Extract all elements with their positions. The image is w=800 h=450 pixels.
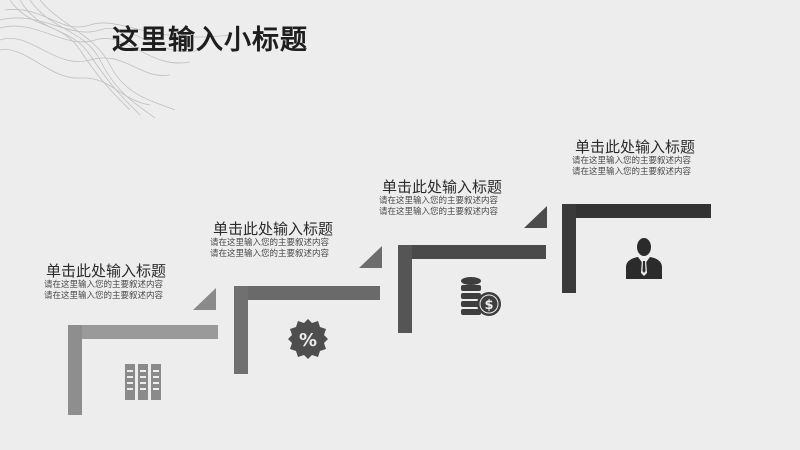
step-2-desc-line-1[interactable]: 请在这里输入您的主要叙述内容: [210, 238, 330, 248]
step-2-riser: [234, 286, 248, 374]
step-4-riser: [562, 204, 576, 293]
step-3-connector: [524, 206, 547, 228]
step-3-title[interactable]: 单击此处输入标题: [382, 178, 503, 196]
server-icon: [125, 364, 161, 400]
step-4-title[interactable]: 单击此处输入标题: [575, 138, 696, 156]
step-4-desc-line-1[interactable]: 请在这里输入您的主要叙述内容: [572, 156, 692, 166]
step-3-desc-line-2[interactable]: 请在这里输入您的主要叙述内容: [379, 207, 499, 217]
step-1-title[interactable]: 单击此处输入标题: [46, 262, 167, 280]
businessman-icon: [626, 238, 662, 279]
page-title: 这里输入小标题: [112, 25, 308, 56]
step-2-connector: [359, 246, 382, 268]
step-1-top-bar: [68, 325, 218, 339]
percent-icon: %: [288, 319, 328, 359]
dollar-icon-glyph: $: [484, 298, 493, 313]
step-3-desc-line-1[interactable]: 请在这里输入您的主要叙述内容: [379, 196, 499, 206]
step-3-top-bar: [398, 245, 546, 259]
step-1-riser: [68, 325, 82, 415]
coins-icon: $: [461, 277, 501, 316]
step-3-riser: [398, 245, 412, 333]
step-1-desc-line-1[interactable]: 请在这里输入您的主要叙述内容: [44, 280, 164, 290]
step-4-top-bar: [562, 204, 711, 218]
step-2-title[interactable]: 单击此处输入标题: [213, 220, 334, 238]
step-1-desc-line-2[interactable]: 请在这里输入您的主要叙述内容: [44, 291, 164, 301]
smoke-decoration: [0, 0, 231, 119]
step-4-desc-line-2[interactable]: 请在这里输入您的主要叙述内容: [572, 167, 692, 177]
step-2-top-bar: [234, 286, 380, 300]
step-2-desc-line-2[interactable]: 请在这里输入您的主要叙述内容: [210, 249, 330, 259]
percent-icon-glyph: %: [299, 330, 317, 351]
step-1-connector: [193, 288, 216, 310]
